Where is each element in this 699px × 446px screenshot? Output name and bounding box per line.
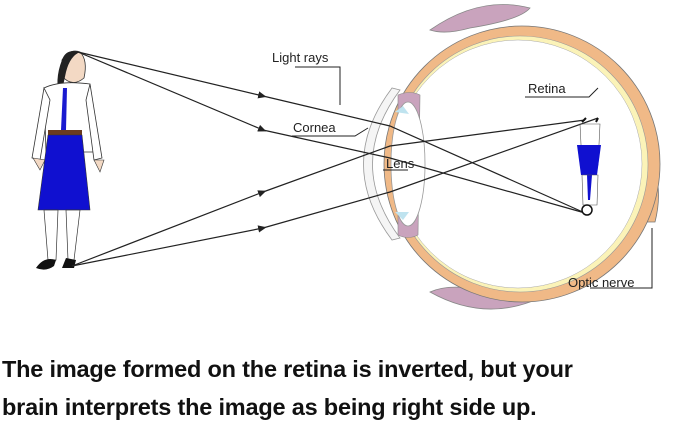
- lens: [390, 101, 426, 227]
- vitreous: [393, 39, 643, 289]
- light-rays: [71, 51, 599, 267]
- retina-leader: [525, 87, 599, 98]
- upper-eyelid: [429, 4, 531, 33]
- cornea: [363, 87, 401, 241]
- cornea-label: Cornea: [293, 120, 336, 135]
- optic-nerve-leader: [590, 228, 653, 289]
- optic-nerve-label: Optic nerve: [568, 275, 634, 290]
- lens-label: Lens: [386, 156, 415, 171]
- eye-diagram: Light rays Cornea Lens Retina Optic nerv…: [31, 4, 661, 310]
- girl-figure: [31, 50, 105, 270]
- inverted-image: [577, 117, 601, 216]
- light-rays-leader: [295, 66, 341, 105]
- caption-line-1: The image formed on the retina is invert…: [2, 356, 573, 382]
- light-rays-label: Light rays: [272, 50, 329, 65]
- cornea-leader: [292, 127, 369, 137]
- retina-label: Retina: [528, 81, 566, 96]
- caption-line-2: brain interprets the image as being righ…: [2, 394, 537, 420]
